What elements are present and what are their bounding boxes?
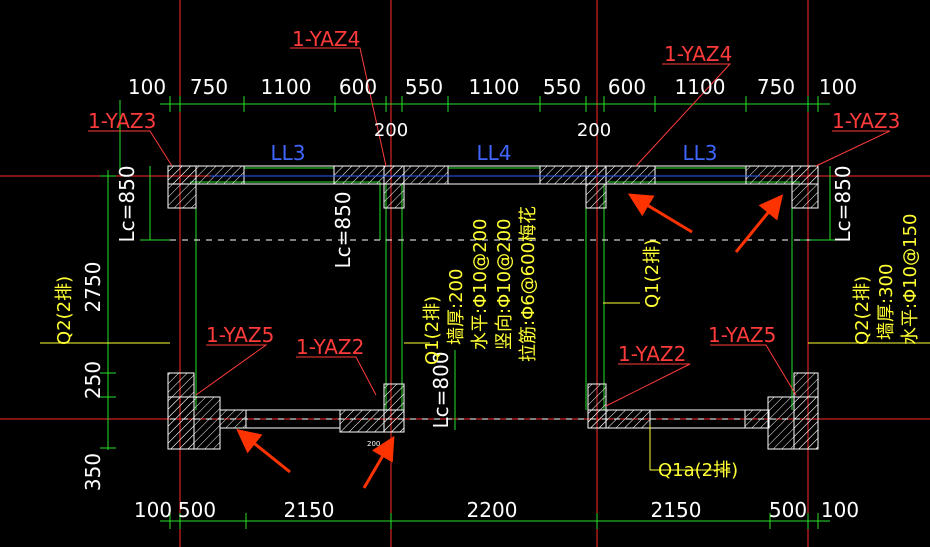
left-dim: 2750 [81, 262, 105, 313]
note-q1-right: Q1(2排) [642, 239, 663, 308]
left-dim: 250 [81, 361, 105, 399]
top-dim: 550 [405, 75, 443, 99]
arrow-2 [734, 194, 784, 253]
wall-notes: Q2(2排) Q1(2排) 墙厚:200 水平:Φ10@200 竖向:Φ10@2… [54, 206, 921, 481]
top-dim: 600 [339, 75, 377, 99]
note-q1-line: 水平:Φ10@200 [470, 219, 491, 351]
top-dim: 1100 [675, 75, 726, 99]
guide-lines [40, 175, 930, 471]
note-q1-line: 拉筋:Φ6@600梅花 [518, 206, 539, 362]
lc-label-left: Lc=850 [115, 165, 139, 242]
column-yaz4-right-leg [585, 165, 607, 209]
arrow-4 [362, 435, 395, 489]
lc-label-bottom: Lc=800 [429, 351, 453, 428]
tag-yaz3-left: 1-YAZ3 [88, 109, 156, 133]
column-tags: 1-YAZ3 1-YAZ4 1-YAZ4 1-YAZ3 1-YAZ5 1-YAZ… [88, 27, 900, 366]
tag-yaz2-right: 1-YAZ2 [618, 342, 686, 366]
top-dim: 1100 [469, 75, 520, 99]
top-dim: 100 [819, 75, 857, 99]
tag-leaders [88, 47, 891, 407]
small-dim-label: 200 [367, 440, 380, 448]
bottom-dim: 2150 [284, 498, 335, 522]
note-q1a: Q1a(2排) [658, 460, 738, 481]
column-yaz5-left-foot [167, 396, 221, 450]
note-q2-right-line: 墙厚:300 [876, 264, 897, 340]
dashed-guides [170, 239, 810, 420]
lc-label-mid: Lc=850 [331, 191, 355, 268]
bottom-dim: 500 [178, 498, 216, 522]
bottom-dim: 100 [134, 498, 172, 522]
note-q1-line: 竖向:Φ10@200 [494, 219, 515, 351]
bottom-dim: 100 [821, 498, 859, 522]
beam-label-ll3-right: LL3 [682, 141, 717, 165]
top-dim: 1100 [261, 75, 312, 99]
left-dimension-labels: 2750 250 350 [81, 262, 105, 492]
top-dim: 750 [190, 75, 228, 99]
tag-yaz3-right: 1-YAZ3 [832, 109, 900, 133]
bottom-dim: 500 [769, 498, 807, 522]
tag-yaz4-top: 1-YAZ4 [292, 27, 360, 51]
column-yaz3-right-leg [791, 165, 819, 209]
note-q2-right-line: Q2(2排) [852, 276, 873, 345]
arrow-3 [236, 429, 291, 474]
bottom-dim: 2150 [651, 498, 702, 522]
note-q1-line: Q1(2排) [422, 296, 443, 365]
top-dim: 550 [543, 75, 581, 99]
column-yaz2-left-leg [383, 383, 405, 433]
note-q2-left: Q2(2排) [54, 276, 75, 345]
mid-dim: 200 [374, 120, 408, 141]
column-yaz3-left-leg [167, 165, 197, 209]
beam-label-ll4: LL4 [476, 141, 511, 165]
note-q2-right-line: 水平:Φ10@150 [900, 214, 921, 346]
hatched-columns [167, 165, 819, 450]
lc-label-right: Lc=850 [831, 165, 855, 242]
left-dim: 350 [81, 453, 105, 491]
bottom-dim: 2200 [467, 498, 518, 522]
column-yaz4-top-leg [383, 165, 405, 209]
tag-yaz5-right: 1-YAZ5 [708, 323, 776, 347]
column-yaz2-right-leg [587, 383, 607, 429]
tag-yaz4-right: 1-YAZ4 [664, 42, 732, 66]
tag-yaz2-left: 1-YAZ2 [296, 335, 364, 359]
top-dim: 600 [608, 75, 646, 99]
note-q1-line: 墙厚:200 [446, 269, 467, 345]
dimension-lines [100, 96, 840, 529]
arrow-1 [627, 193, 693, 234]
top-dimension-labels: 100 750 1100 600 550 1100 550 600 1100 7… [128, 75, 857, 99]
tag-yaz5-left: 1-YAZ5 [206, 323, 274, 347]
mid-dimension-labels: 200 200 [374, 120, 611, 141]
beam-label-ll3-left: LL3 [270, 141, 305, 165]
column-yaz5-right-foot [767, 396, 819, 450]
bottom-dimension-labels: 100 500 2150 2200 2150 500 100 [134, 498, 859, 522]
red-arrows [236, 193, 784, 489]
mid-dim: 200 [577, 120, 611, 141]
beam-labels: LL3 LL4 LL3 [270, 141, 717, 165]
top-dim: 100 [128, 75, 166, 99]
lc-labels: Lc=850 Lc=850 Lc=850 Lc=800 [115, 165, 855, 428]
top-dim: 750 [757, 75, 795, 99]
